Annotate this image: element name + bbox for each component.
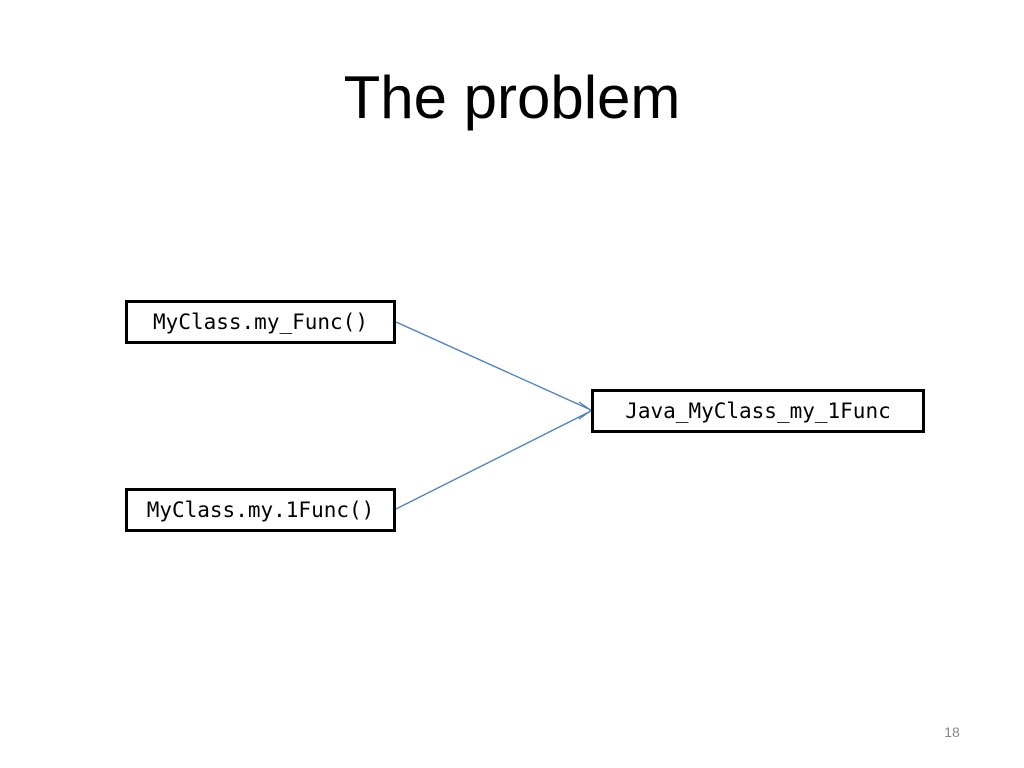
arrow-from-source-2 <box>395 410 592 510</box>
connector-line-1 <box>395 321 592 411</box>
source-label-2: MyClass.my.1Func() <box>146 498 375 522</box>
page-number: 18 <box>944 724 960 740</box>
target-box-jni-name: Java_MyClass_my_1Func <box>591 389 925 433</box>
arrow-from-source-1 <box>395 321 592 411</box>
source-box-my-1func: MyClass.my.1Func() <box>125 488 396 532</box>
source-label-1: MyClass.my_Func() <box>153 310 368 334</box>
slide-title: The problem <box>343 64 681 131</box>
source-box-my-func: MyClass.my_Func() <box>125 300 396 344</box>
connector-line-2 <box>395 410 592 510</box>
target-label: Java_MyClass_my_1Func <box>625 399 891 423</box>
